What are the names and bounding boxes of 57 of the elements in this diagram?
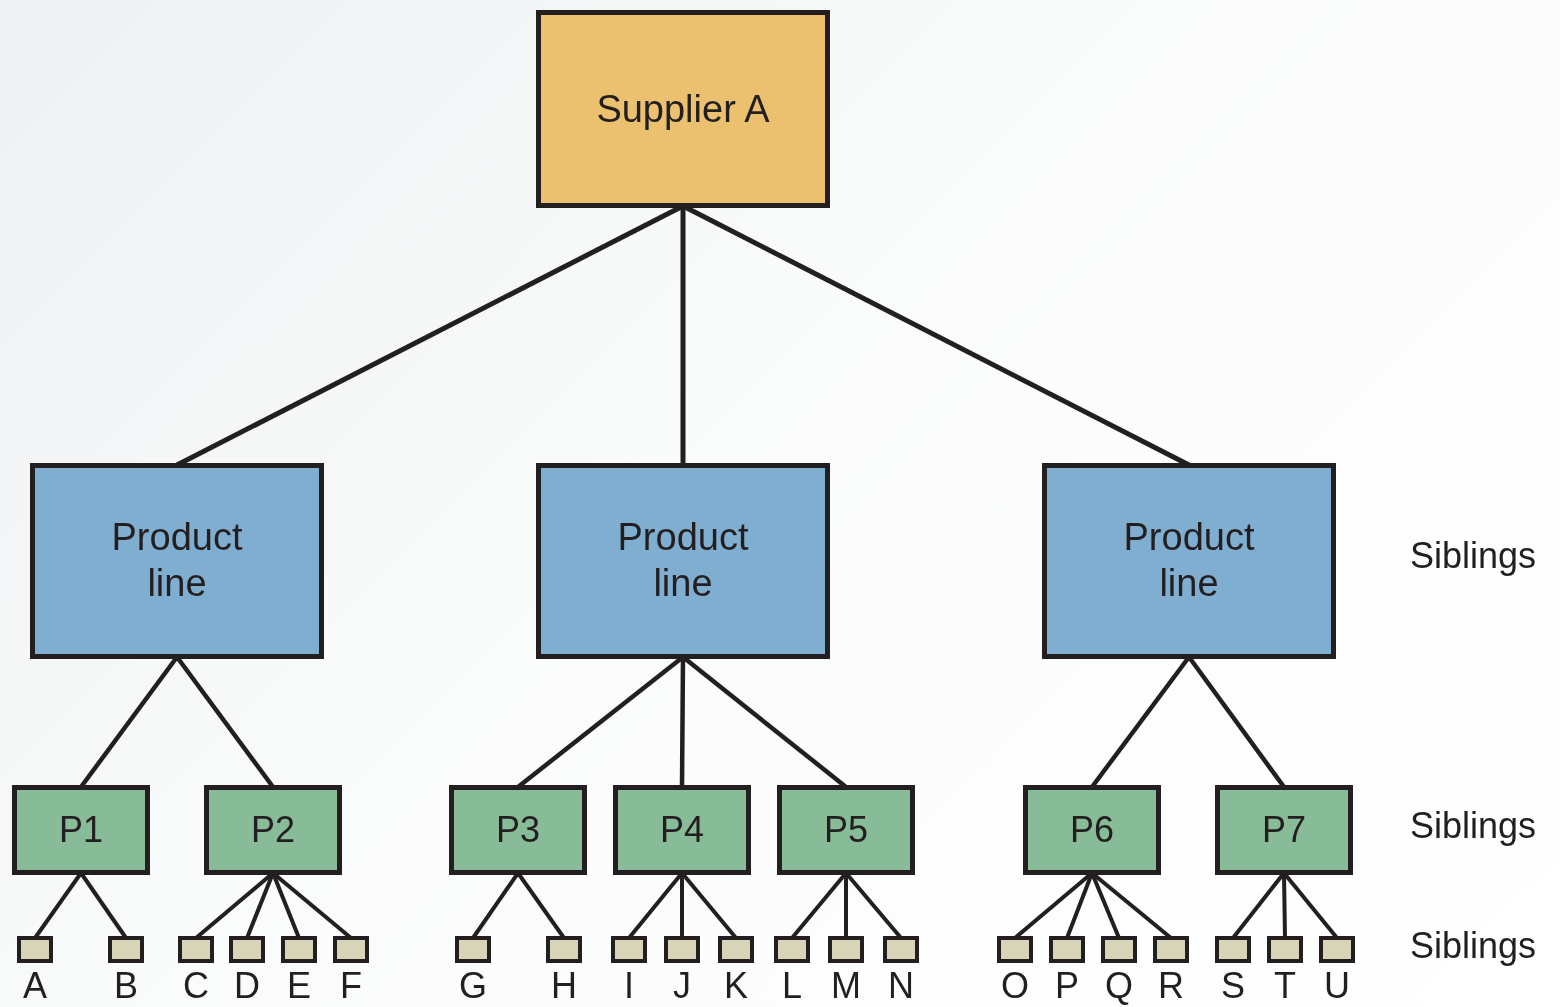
- item-letter: J: [672, 968, 692, 1004]
- item-box: [281, 936, 317, 963]
- item-letter: I: [623, 968, 635, 1004]
- item-box: [546, 936, 582, 963]
- item-box: [1267, 936, 1303, 963]
- item-box: [774, 936, 810, 963]
- item-box: [108, 936, 144, 963]
- product-box: P4: [613, 785, 751, 875]
- item-letter: N: [887, 968, 915, 1004]
- product-box: P1: [12, 785, 150, 875]
- item-letter: L: [781, 968, 803, 1004]
- item-letter: O: [1000, 968, 1030, 1004]
- item-letter: F: [339, 968, 363, 1004]
- item-letter: M: [830, 968, 862, 1004]
- level-label: Siblings: [1410, 805, 1537, 847]
- item-box: [1215, 936, 1251, 963]
- item-letter: B: [113, 968, 139, 1004]
- product-box: P5: [777, 785, 915, 875]
- item-box: [17, 936, 53, 963]
- connector-line: [680, 206, 686, 465]
- connector-line: [679, 657, 686, 787]
- item-letter: P: [1054, 968, 1080, 1004]
- supplier-box: Supplier A: [536, 10, 830, 208]
- item-box: [1049, 936, 1085, 963]
- item-box: [178, 936, 214, 963]
- item-letter: G: [458, 968, 488, 1004]
- item-box: [333, 936, 369, 963]
- product-box: P7: [1215, 785, 1353, 875]
- level-label: Siblings: [1410, 925, 1537, 967]
- item-box: [718, 936, 754, 963]
- item-box: [611, 936, 647, 963]
- item-box: [455, 936, 491, 963]
- item-box: [664, 936, 700, 963]
- item-box: [997, 936, 1033, 963]
- item-box: [229, 936, 265, 963]
- product-box: P6: [1023, 785, 1161, 875]
- item-letter: T: [1273, 968, 1297, 1004]
- item-letter: C: [182, 968, 210, 1004]
- item-letter: Q: [1104, 968, 1134, 1004]
- item-letter: D: [233, 968, 261, 1004]
- product-box: P2: [204, 785, 342, 875]
- item-letter: K: [723, 968, 749, 1004]
- item-box: [883, 936, 919, 963]
- item-box: [1319, 936, 1355, 963]
- connector-line: [680, 873, 684, 938]
- level-label: Siblings: [1410, 535, 1537, 577]
- connector-line: [844, 873, 848, 938]
- item-letter: H: [550, 968, 578, 1004]
- item-letter: U: [1323, 968, 1351, 1004]
- item-letter: E: [286, 968, 312, 1004]
- item-box: [1101, 936, 1137, 963]
- item-letter: S: [1220, 968, 1246, 1004]
- item-letter: R: [1157, 968, 1185, 1004]
- item-box: [1153, 936, 1189, 963]
- item-letter: A: [22, 968, 48, 1004]
- item-box: [828, 936, 864, 963]
- product-box: P3: [449, 785, 587, 875]
